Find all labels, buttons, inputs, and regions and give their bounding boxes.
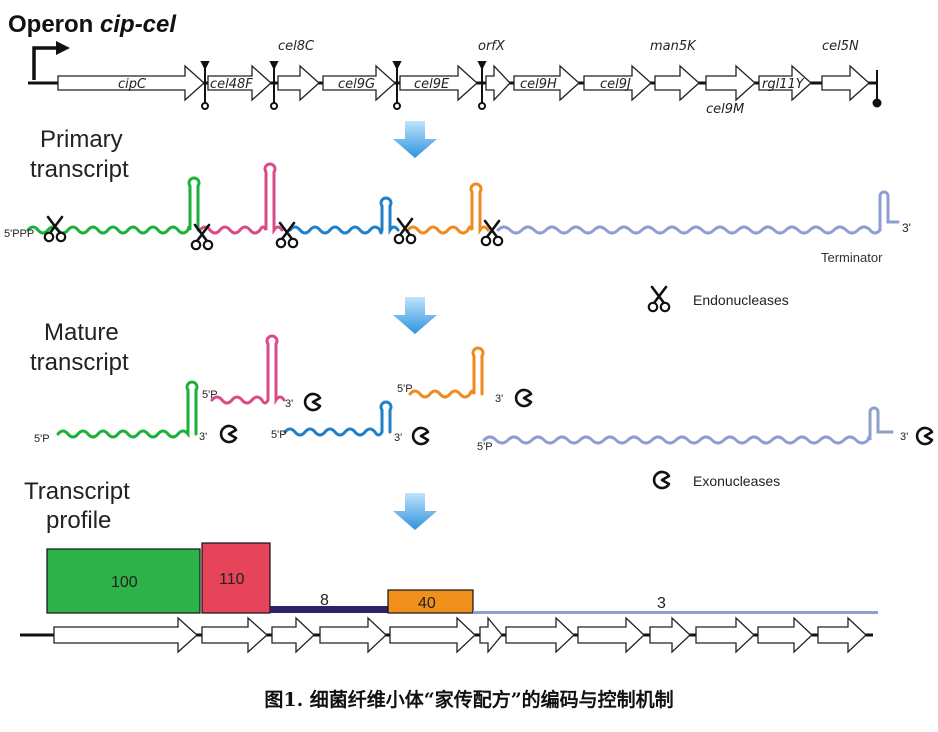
mature-rna-blue xyxy=(283,400,393,437)
gene-label-man5K: man5K xyxy=(650,39,697,54)
primary-transcript xyxy=(26,162,900,235)
promoter-icon xyxy=(32,41,70,80)
gene-arrow-cel9M xyxy=(705,64,756,102)
mature-transcripts xyxy=(56,334,894,445)
flow-arrows xyxy=(393,121,437,530)
profile-value-40: 40 xyxy=(418,595,436,612)
label-primary: Primary xyxy=(40,126,123,153)
scissors-icon xyxy=(480,219,504,247)
rna-segment-lavender xyxy=(496,190,900,235)
gene-label-cel9G: cel9G xyxy=(338,77,375,92)
mature-rna-orange xyxy=(408,346,485,399)
gene-arrow-orfX xyxy=(485,64,511,102)
gene-label-cel8C: cel8C xyxy=(278,39,315,54)
five-ppp-label: 5'PPP xyxy=(4,228,34,240)
gene-label-cel5N: cel5N xyxy=(822,39,859,54)
gene-label-rgl11Y: rgl11Y xyxy=(762,77,805,92)
down-arrow-icon xyxy=(393,493,437,530)
five-p-pink: 5'P xyxy=(202,389,218,401)
gene-label-cipC: cipC xyxy=(118,77,147,92)
gene-label-orfX: orfX xyxy=(478,39,506,54)
three-prime-label: 3' xyxy=(902,221,911,235)
profile-bar-navy xyxy=(270,606,388,613)
five-p-orange: 5'P xyxy=(397,383,413,395)
gene-arrow-cel9J xyxy=(583,64,652,102)
figure-caption: 图1. 细菌纤维小体“家传配方”的编码与控制机制 xyxy=(264,689,674,711)
down-arrow-icon xyxy=(393,297,437,334)
legend-endonucleases: Endonucleases xyxy=(693,292,789,308)
rna-segment-blue xyxy=(288,196,400,235)
legend-exonucleases: Exonucleases xyxy=(693,473,780,489)
profile-bar-lavender xyxy=(473,611,878,614)
profile-value-100: 100 xyxy=(111,574,138,591)
gene-arrow-cel9G xyxy=(322,64,396,102)
profile-bar-green xyxy=(46,548,201,614)
gene-arrow-cipC xyxy=(57,64,205,102)
three-p-blue: 3' xyxy=(394,432,402,444)
gene-label-cel48F: cel48F xyxy=(210,77,253,92)
exonuclease-icon xyxy=(219,424,238,444)
mature-rna-pink xyxy=(210,334,286,405)
label-transcript: Transcript xyxy=(24,478,130,505)
label-profile: profile xyxy=(46,507,111,534)
terminator-label: Terminator xyxy=(821,250,883,265)
operon-title: Operon cip-cel xyxy=(8,11,177,38)
three-p-pink: 3' xyxy=(285,398,293,410)
gene-arrow-cel8C xyxy=(277,64,320,102)
operon-title-name: cip-cel xyxy=(100,11,177,38)
exonuclease-icon xyxy=(411,426,430,446)
profile-value-8: 8 xyxy=(320,592,329,609)
gene-arrow-cel5N xyxy=(821,64,870,102)
down-arrow-icon xyxy=(393,121,437,158)
five-p-blue: 5'P xyxy=(271,429,287,441)
gene-arrow-man5K xyxy=(654,64,700,102)
profile-value-3: 3 xyxy=(657,595,666,612)
profile-bar-orange xyxy=(387,589,474,614)
rna-segment-orange xyxy=(406,182,490,235)
gene-arrows xyxy=(57,64,870,102)
five-p-lavender: 5'P xyxy=(477,441,493,453)
exonuclease-icon xyxy=(915,426,934,446)
mature-rna-lavender xyxy=(482,406,894,445)
operon-title-prefix: Operon xyxy=(8,11,100,38)
exonuclease-icon xyxy=(514,388,533,408)
label-mature: Mature xyxy=(44,319,119,346)
transcript-profile xyxy=(46,542,878,614)
profile-bar-red xyxy=(201,542,271,614)
three-p-green: 3' xyxy=(199,431,207,443)
rna-segment-pink xyxy=(198,162,284,235)
label-mature-transcript: transcript xyxy=(30,349,129,376)
exonuclease-icon xyxy=(652,470,671,490)
gene-arrow-cel9E xyxy=(399,64,478,102)
gene-label-cel9M: cel9M xyxy=(706,102,744,117)
profile-value-110: 110 xyxy=(219,571,245,588)
label-primary-transcript: transcript xyxy=(30,156,129,183)
gene-label-cel9E: cel9E xyxy=(414,77,450,92)
operon-markers xyxy=(200,61,882,110)
mature-rna-green xyxy=(56,380,199,439)
gene-arrow-rgl11Y xyxy=(758,64,812,102)
gene-arrow-cel48F xyxy=(207,64,272,102)
exonuclease-icon xyxy=(303,392,322,412)
gene-label-cel9J: cel9J xyxy=(600,77,631,92)
scissors-icon xyxy=(647,285,671,313)
five-p-green: 5'P xyxy=(34,433,50,445)
gene-label-cel9H: cel9H xyxy=(520,77,557,92)
three-p-lavender: 3' xyxy=(900,431,908,443)
gene-arrow-cel9H xyxy=(513,64,580,102)
three-p-orange: 3' xyxy=(495,393,503,405)
profile-gene-arrows xyxy=(53,616,867,654)
